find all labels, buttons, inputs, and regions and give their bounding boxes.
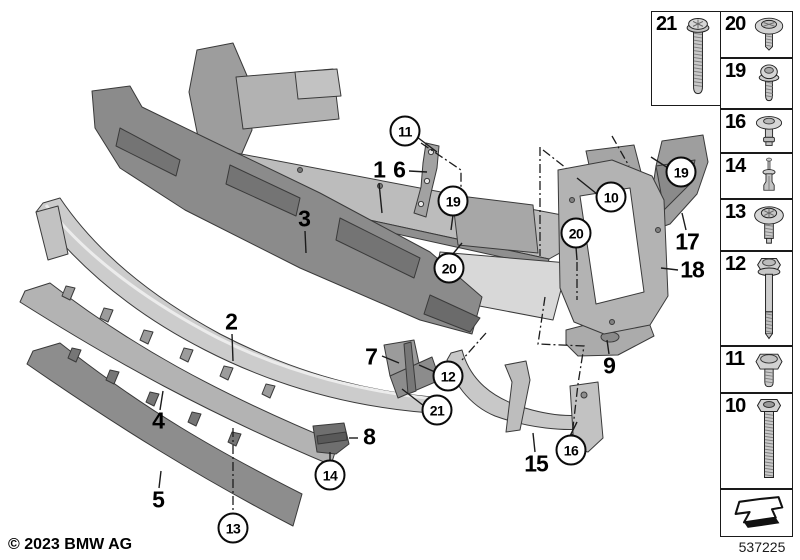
threaded-hex-bolt-icon [748,397,790,485]
direction-arrow-icon [730,493,786,533]
callout-circled-19[interactable]: 19 [665,156,697,188]
drawing-number: 537225 [738,539,786,555]
fastener-box-11[interactable]: 11 [720,346,793,393]
callout-17[interactable]: 17 [675,228,700,255]
callout-circled-19[interactable]: 19 [437,185,469,217]
nav-arrow-box[interactable] [720,489,793,537]
callout-circled-20[interactable]: 20 [560,217,592,249]
fastener-box-13[interactable]: 13 [720,199,793,251]
callout-circled-14[interactable]: 14 [314,459,346,491]
callout-circled-16[interactable]: 16 [555,434,587,466]
assembly-dashdot-lines [232,135,630,512]
callout-circled-10[interactable]: 10 [595,181,627,213]
fastener-number: 10 [725,395,746,417]
fastener-number: 13 [725,201,746,223]
fastener-box-16[interactable]: 16 [720,109,793,153]
flange-screw-icon [748,15,790,54]
callout-7[interactable]: 7 [365,343,378,370]
part-6-bracket[interactable] [413,142,440,218]
callout-2[interactable]: 2 [225,308,238,335]
callout-9[interactable]: 9 [603,352,616,379]
leader-lines [158,136,687,489]
callout-3[interactable]: 3 [298,205,311,232]
callout-1[interactable]: 1 [373,156,386,183]
washer-rivet-icon [748,113,790,149]
fastener-number: 21 [656,13,677,35]
hex-flange-bolt-short-icon [748,350,790,389]
fastener-box-14[interactable]: 14 [720,153,793,199]
fastener-number: 20 [725,13,746,35]
callout-circled-20[interactable]: 20 [433,252,465,284]
torx-screw-long-icon [677,15,719,102]
callout-circled-12[interactable]: 12 [432,360,464,392]
pan-head-screw-icon [748,62,790,105]
fastener-box-12[interactable]: 12 [720,251,793,346]
callout-circled-11[interactable]: 11 [389,115,421,147]
fastener-number: 12 [725,253,746,275]
fastener-number: 19 [725,60,746,82]
callout-5[interactable]: 5 [152,486,165,513]
part-3-energy-absorber[interactable] [91,85,483,335]
fastener-box-19[interactable]: 19 [720,58,793,109]
part-18-side-frame[interactable] [557,144,669,335]
callout-8[interactable]: 8 [363,423,376,450]
callout-15[interactable]: 15 [524,450,549,477]
fastener-box-21[interactable]: 21 [651,11,722,106]
part-8-adapter[interactable] [312,422,350,455]
part-7-bracket[interactable] [383,339,441,399]
expansion-rivet-icon [748,157,790,195]
callout-18[interactable]: 18 [680,256,705,283]
part-15-support-arm[interactable] [446,349,604,453]
copyright-notice: © 2023 BMW AG [8,536,133,553]
callout-6[interactable]: 6 [393,156,406,183]
fastener-number: 14 [725,155,746,177]
hex-flange-bolt-long-icon [748,255,790,342]
callout-circled-21[interactable]: 21 [421,394,453,426]
callout-4[interactable]: 4 [152,407,165,434]
fastener-number: 16 [725,111,746,133]
callout-circled-13[interactable]: 13 [217,512,249,544]
fastener-box-10[interactable]: 10 [720,393,793,489]
washer-screw-icon [748,203,790,247]
fastener-number: 11 [725,348,745,370]
fastener-box-20[interactable]: 20 [720,11,793,58]
